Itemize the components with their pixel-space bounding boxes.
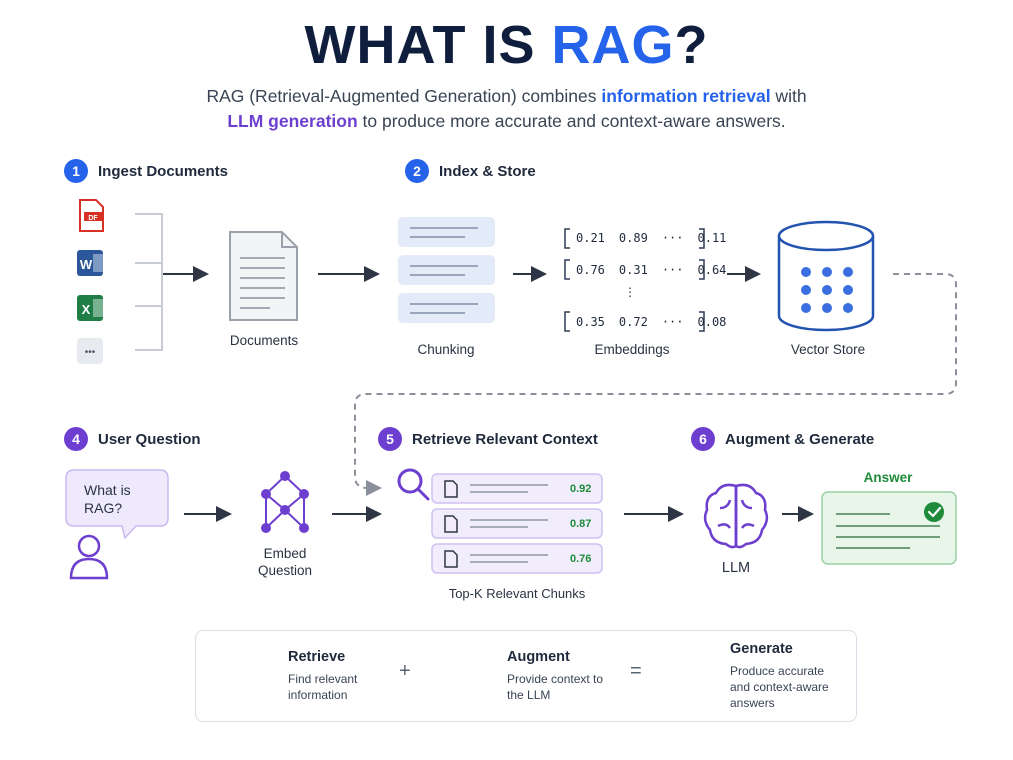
network-icon xyxy=(261,471,309,533)
more-dots-text: ••• xyxy=(85,347,96,358)
subtitle-text-2: with xyxy=(770,86,807,106)
step-1-number: 1 xyxy=(64,159,88,183)
embedding-value: 0.11 xyxy=(697,231,727,245)
step-4-number: 4 xyxy=(64,427,88,451)
ingest-bracket xyxy=(135,213,163,351)
brain-icon xyxy=(703,483,769,549)
embedding-ellipsis: ··· xyxy=(661,231,684,245)
step-4-header: 4 User Question xyxy=(64,427,201,451)
embedding-ellipsis: ··· xyxy=(661,263,684,277)
question-line-1: What is xyxy=(84,482,131,498)
embedding-row-3: 0.35 0.72 ··· 0.08 xyxy=(576,315,726,329)
check-icon xyxy=(924,502,944,522)
legend-generate-desc-2: and context-aware xyxy=(730,680,829,694)
legend-generate-desc-3: answers xyxy=(730,696,775,710)
subtitle-highlight-retrieval: information retrieval xyxy=(601,86,771,106)
retrieved-chunks xyxy=(431,473,603,574)
legend-plus: + xyxy=(399,660,411,682)
legend-augment-desc-1: Provide context to xyxy=(507,672,604,686)
chunking-label: Chunking xyxy=(417,342,475,357)
embedding-value: 0.08 xyxy=(697,315,727,329)
step-4-label: User Question xyxy=(98,430,201,448)
legend-augment: Augment Provide context to the LLM xyxy=(507,649,603,703)
legend-retrieve-title: Retrieve xyxy=(288,649,346,665)
subtitle-text-1: RAG (Retrieval-Augmented Generation) com… xyxy=(206,86,602,106)
embedding-row-1: 0.21 0.89 ··· 0.11 xyxy=(576,231,726,245)
chunk-score-2: 0.87 xyxy=(570,518,592,530)
title-suffix: ? xyxy=(674,15,709,75)
embedding-brackets xyxy=(564,228,705,332)
legend-box xyxy=(195,630,857,722)
user-icon xyxy=(69,534,109,580)
database-icon xyxy=(777,220,875,332)
step-2-label: Index & Store xyxy=(439,162,536,180)
step-5-label: Retrieve Relevant Context xyxy=(412,430,598,448)
legend-equals: = xyxy=(630,660,642,682)
legend-retrieve-desc-1: Find relevant xyxy=(288,672,358,686)
embedding-vdots: ⋮ xyxy=(624,285,636,299)
step-6-header: 6 Augment & Generate xyxy=(691,427,874,451)
legend-generate: Generate Produce accurate and context-aw… xyxy=(730,641,829,711)
vector-store-label: Vector Store xyxy=(790,342,866,357)
embedding-vertical-ellipsis: ⋮ xyxy=(624,285,636,299)
step-6-label: Augment & Generate xyxy=(725,430,875,448)
embed-label-line-2: Question xyxy=(257,563,313,578)
embedding-value: 0.72 xyxy=(618,315,648,329)
embedding-value: 0.76 xyxy=(576,263,605,277)
answer-label: Answer xyxy=(863,470,913,485)
documents-label: Documents xyxy=(229,333,299,348)
document-icon xyxy=(229,231,298,321)
step-5-header: 5 Retrieve Relevant Context xyxy=(378,427,598,451)
step-6-number: 6 xyxy=(691,427,715,451)
embedding-value: 0.31 xyxy=(618,263,648,277)
search-icon xyxy=(397,468,430,501)
chunk-blocks xyxy=(398,217,495,323)
chunk-score-1: 0.92 xyxy=(570,483,592,495)
step-5-number: 5 xyxy=(378,427,402,451)
legend-augment-desc: Provide context to the LLM xyxy=(507,671,603,703)
legend-generate-desc: Produce accurate and context-aware answe… xyxy=(730,663,829,711)
subtitle-text-3: to produce more accurate and context-awa… xyxy=(357,111,786,131)
step-2-number: 2 xyxy=(405,159,429,183)
pdf-badge-text: DF xyxy=(88,215,98,222)
step-1-label: Ingest Documents xyxy=(98,162,229,180)
legend-augment-title: Augment xyxy=(507,649,570,665)
excel-icon: X xyxy=(77,295,103,321)
embeddings-label: Embeddings xyxy=(594,342,670,357)
question-line-2: RAG? xyxy=(84,500,123,516)
embedding-value: 0.89 xyxy=(618,231,648,245)
pdf-icon: DF xyxy=(79,199,104,232)
llm-label: LLM xyxy=(721,560,751,576)
embed-label-line-1: Embed xyxy=(263,546,307,561)
title-prefix: WHAT IS xyxy=(304,15,552,75)
embed-question-label: Embed Question xyxy=(240,545,330,579)
excel-badge-text: X xyxy=(82,302,91,317)
embedding-ellipsis: ··· xyxy=(661,315,684,329)
embedding-value: 0.64 xyxy=(697,263,727,277)
question-text: What is RAG? xyxy=(84,481,131,517)
page-title: WHAT IS RAG? xyxy=(0,14,1013,76)
question-bubble xyxy=(65,469,169,540)
legend-augment-desc-2: the LLM xyxy=(507,688,551,702)
legend-retrieve: Retrieve Find relevant information xyxy=(288,649,357,703)
legend-retrieve-desc: Find relevant information xyxy=(288,671,357,703)
top-k-label: Top-K Relevant Chunks xyxy=(448,586,586,601)
embedding-row-2: 0.76 0.31 ··· 0.64 xyxy=(576,263,726,277)
answer-card xyxy=(821,491,957,565)
dashed-connector-store-to-retrieve xyxy=(354,273,957,496)
step-2-header: 2 Index & Store xyxy=(405,159,536,183)
word-badge-text: W xyxy=(80,257,93,272)
more-icon: ••• xyxy=(77,338,103,364)
legend-retrieve-desc-2: information xyxy=(288,688,348,702)
subtitle-highlight-generation: LLM generation xyxy=(227,111,358,131)
legend-generate-desc-1: Produce accurate xyxy=(730,664,825,678)
legend-generate-title: Generate xyxy=(730,641,793,657)
title-accent: RAG xyxy=(551,15,675,75)
subtitle: RAG (Retrieval-Augmented Generation) com… xyxy=(0,84,1013,134)
chunk-score-3: 0.76 xyxy=(570,553,592,565)
word-icon: W xyxy=(77,250,103,276)
step-1-header: 1 Ingest Documents xyxy=(64,159,228,183)
embedding-value: 0.35 xyxy=(576,315,605,329)
embedding-value: 0.21 xyxy=(576,231,605,245)
